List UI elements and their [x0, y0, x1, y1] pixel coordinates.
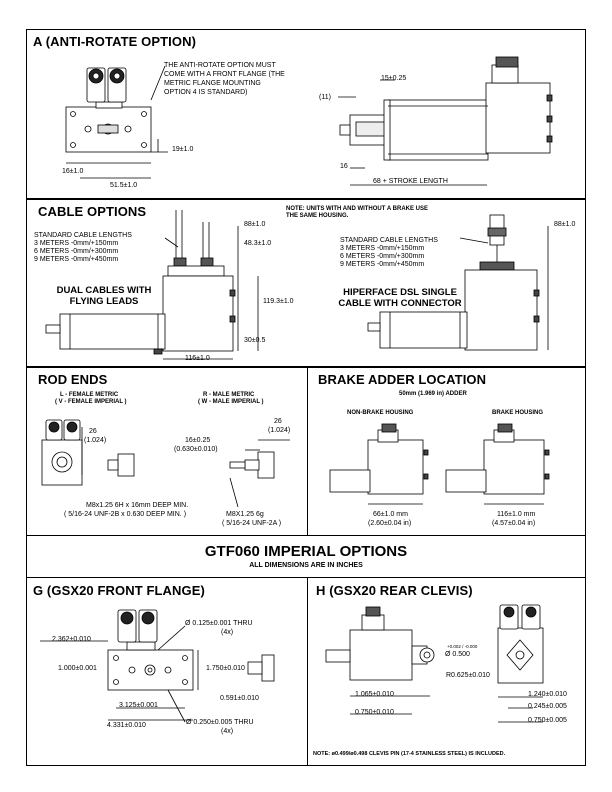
dim-16: 16±1.0 — [62, 168, 84, 175]
front-flange-drawing — [40, 609, 275, 723]
dim-30: 30±0.5 — [244, 337, 266, 344]
dim-1-000: 1.000±0.001 — [58, 665, 97, 672]
cable-note-units-1: NOTE: UNITS WITH AND WITHOUT A BRAKE USE — [286, 206, 428, 212]
dim-3-125: 3.125±0.001 — [119, 702, 158, 709]
dim-88b: 88±1.0 — [554, 221, 576, 228]
brake-adder-title: BRAKE ADDER LOCATION — [318, 372, 487, 387]
cable-right-len-0: STANDARD CABLE LENGTHS — [340, 237, 438, 244]
dim-4-331: 4.331±0.010 — [107, 722, 146, 729]
dim-26a: 26 — [89, 428, 97, 435]
anti-rotate-title: A (ANTI-ROTATE OPTION) — [33, 34, 196, 49]
cable-right-len-1: 3 METERS -0mm/+150mm — [340, 245, 425, 252]
thread-female-1: M8x1.25 6H x 16mm DEEP MIN. — [86, 502, 189, 509]
thread-male-2: ( 5/16-24 UNF-2A ) — [222, 520, 282, 527]
dim-119-3: 119.3±1.0 — [263, 298, 294, 305]
dim-1-065: 1.065±0.010 — [355, 691, 394, 698]
dim-15: 15±0.25 — [381, 75, 407, 82]
dim-88: 88±1.0 — [244, 221, 266, 228]
dim-11: (11) — [319, 94, 331, 101]
cable-options-title: CABLE OPTIONS — [38, 204, 147, 219]
dim-0-591: 0.591±0.010 — [220, 695, 259, 702]
frame-anti-rotate — [26, 29, 586, 199]
clevis-pin-note: NOTE: ø0.499/ø0.498 CLEVIS PIN (17-4 STA… — [313, 751, 506, 757]
dim-116-brake: 116±1.0 mm — [497, 511, 536, 518]
cable-right-drawing — [367, 214, 549, 351]
dim-1-240: 1.240±0.010 — [528, 691, 567, 698]
dim-pin: Ø 0.500 — [445, 651, 470, 658]
thread-male-1: M8X1.25 6g — [226, 511, 264, 518]
imperial-subtitle: ALL DIMENSIONS ARE IN INCHES — [249, 562, 363, 569]
anti-rotate-note-3: METRIC FLANGE MOUNTING — [164, 80, 261, 87]
cable-right-label-2: CABLE WITH CONNECTOR — [338, 298, 462, 309]
dim-116-brake-in: (4.57±0.04 in) — [492, 520, 536, 527]
brake-adder-drawing — [329, 423, 550, 505]
imperial-title: GTF060 IMPERIAL OPTIONS — [204, 543, 408, 560]
hole-small-qty: (4x) — [221, 629, 234, 636]
dim-66: 66±1.0 mm — [373, 511, 408, 518]
dim-66-in: (2.60±0.04 in) — [368, 520, 412, 527]
dim-26a-in: (1.024) — [84, 437, 107, 444]
rear-clevis-title: H (GSX20 REAR CLEVIS) — [316, 583, 473, 598]
dim-116: 116±1.0 — [185, 355, 210, 362]
dim-1-750: 1.750±0.010 — [206, 665, 245, 672]
cable-left-len-2: 6 METERS -0mm/+300mm — [34, 248, 119, 255]
dim-51-5: 51.5±1.0 — [110, 182, 138, 189]
cable-left-len-0: STANDARD CABLE LENGTHS — [34, 232, 132, 239]
dim-0-245: 0.245±0.005 — [528, 703, 567, 710]
cable-left-label-2: FLYING LEADS — [69, 296, 139, 307]
cable-right-label-1: HIPERFACE DSL SINGLE — [343, 287, 457, 298]
anti-rotate-note-2: COME WITH A FRONT FLANGE (THE — [164, 71, 285, 78]
anti-rotate-side-view — [338, 56, 553, 186]
dim-2-362: 2.362±0.010 — [52, 636, 91, 643]
dim-pin-tol: +0.002 / -0.000 — [447, 644, 478, 649]
cable-note-units-2: THE SAME HOUSING. — [286, 213, 349, 219]
dim-16-rod-in: (0.630±0.010) — [174, 446, 218, 453]
hole-large-qty: (4x) — [221, 728, 234, 735]
frame-rear-clevis — [307, 577, 586, 766]
anti-rotate-front-view — [65, 65, 168, 179]
dim-0-750a: 0.750±0.010 — [355, 709, 394, 716]
brake-adder-note: 50mm (1.969 in) ADDER — [399, 391, 467, 397]
rod-r-2: ( W - MALE IMPERIAL ) — [198, 399, 264, 405]
dim-stroke: 68 + STROKE LENGTH — [373, 178, 448, 185]
frame-cable-options — [26, 199, 586, 367]
rod-r-1: R - MALE METRIC — [203, 392, 255, 398]
dim-48-3: 48.3±1.0 — [244, 240, 272, 247]
dim-0-750b: 0.750±0.005 — [528, 717, 567, 724]
non-brake-housing-label: NON-BRAKE HOUSING — [347, 410, 414, 416]
cable-left-label-1: DUAL CABLES WITH — [56, 285, 152, 296]
rod-ends-title: ROD ENDS — [38, 372, 108, 387]
cable-left-len-1: 3 METERS -0mm/+150mm — [34, 240, 119, 247]
hole-large: Ø 0.250±0.005 THRU — [186, 719, 254, 726]
anti-rotate-note-1: THE ANTI-ROTATE OPTION MUST — [164, 62, 276, 69]
rod-l-1: L - FEMALE METRIC — [60, 392, 119, 398]
thread-female-2: ( 5/16-24 UNF-2B x 0.630 DEEP MIN. ) — [64, 511, 187, 518]
cable-left-len-3: 9 METERS -0mm/+450mm — [34, 256, 119, 263]
cable-right-len-2: 6 METERS -0mm/+300mm — [340, 253, 425, 260]
front-flange-title: G (GSX20 FRONT FLANGE) — [33, 583, 205, 598]
dim-r-0625: R0.625±0.010 — [446, 672, 490, 679]
dim-26b: 26 — [274, 418, 282, 425]
rod-ends-drawing — [41, 419, 290, 508]
dim-16b: 16 — [340, 163, 348, 170]
cable-left-drawing — [45, 210, 259, 360]
dim-19: 19±1.0 — [172, 146, 194, 153]
dim-26b-in: (1.024) — [268, 427, 291, 434]
hole-small: Ø 0.125±0.001 THRU — [185, 620, 253, 627]
brake-housing-label: BRAKE HOUSING — [492, 410, 544, 416]
rear-clevis-drawing — [325, 604, 544, 723]
cable-right-len-3: 9 METERS -0mm/+450mm — [340, 261, 425, 268]
dim-16-rod: 16±0.25 — [185, 437, 211, 444]
anti-rotate-note-4: OPTION 4 IS STANDARD) — [164, 89, 248, 96]
rod-l-2: ( V - FEMALE IMPERIAL ) — [55, 399, 127, 405]
